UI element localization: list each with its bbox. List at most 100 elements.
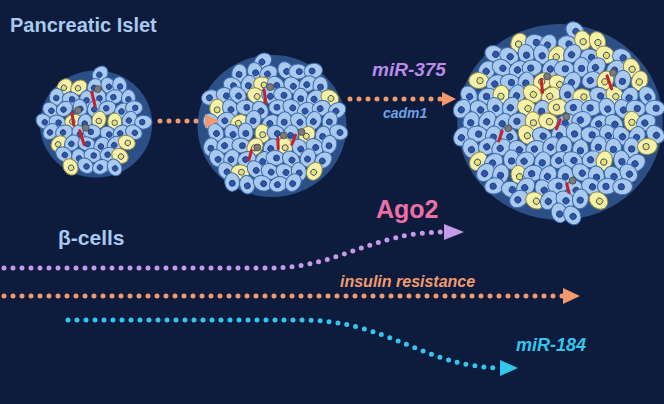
nucleus bbox=[467, 119, 475, 127]
arrowhead bbox=[442, 92, 456, 106]
nucleus bbox=[586, 76, 595, 85]
nucleus bbox=[326, 118, 334, 126]
nucleus bbox=[602, 51, 611, 60]
nucleus bbox=[46, 128, 54, 136]
nucleus bbox=[47, 107, 55, 115]
nucleus bbox=[544, 197, 553, 206]
nucleus bbox=[506, 52, 515, 61]
nucleus bbox=[259, 131, 266, 138]
nucleus bbox=[580, 93, 587, 100]
nucleus bbox=[296, 118, 304, 126]
nucleus bbox=[316, 105, 324, 113]
protein-label: Ago2 bbox=[376, 196, 439, 224]
nucleus bbox=[625, 170, 634, 179]
nucleus bbox=[602, 183, 609, 190]
nucleus bbox=[243, 130, 249, 136]
nucleus bbox=[595, 197, 604, 206]
nucleus bbox=[325, 142, 332, 149]
nucleus bbox=[567, 50, 576, 59]
arrowhead bbox=[444, 224, 464, 240]
nucleus bbox=[520, 157, 529, 166]
blood-vessel bbox=[541, 79, 542, 92]
nucleus bbox=[117, 153, 125, 161]
nucleus bbox=[214, 107, 220, 113]
nucleus bbox=[619, 78, 627, 86]
nucleus bbox=[513, 118, 520, 125]
nucleus bbox=[492, 50, 500, 58]
alpha-cell bbox=[637, 137, 659, 155]
nucleus bbox=[220, 142, 228, 150]
beta-cell bbox=[104, 156, 124, 178]
nucleus bbox=[336, 129, 344, 137]
nucleus bbox=[644, 93, 653, 102]
nucleus bbox=[578, 169, 587, 178]
nucleus bbox=[546, 65, 555, 74]
nucleus bbox=[523, 51, 531, 59]
nucleus bbox=[234, 92, 242, 100]
nucleus bbox=[594, 38, 602, 46]
nucleus bbox=[274, 104, 280, 110]
nucleus bbox=[132, 105, 138, 111]
nucleus bbox=[489, 182, 497, 190]
nucleus bbox=[273, 155, 280, 162]
nucleus bbox=[239, 142, 246, 149]
nucleus bbox=[103, 105, 110, 112]
nucleus bbox=[635, 78, 643, 86]
nucleus bbox=[538, 159, 546, 167]
nucleus bbox=[112, 120, 118, 126]
arrowhead bbox=[563, 288, 580, 304]
nucleus bbox=[528, 170, 536, 178]
nucleus bbox=[125, 117, 133, 125]
blood-vessel bbox=[249, 151, 252, 160]
nucleus bbox=[282, 144, 289, 151]
nucleus bbox=[212, 129, 220, 137]
islet-illustration bbox=[33, 18, 664, 228]
nucleus bbox=[513, 195, 522, 204]
nucleus bbox=[588, 183, 596, 191]
nucleus bbox=[475, 131, 482, 138]
nucleus bbox=[238, 169, 244, 175]
nucleus bbox=[280, 92, 287, 99]
nucleus bbox=[618, 132, 627, 141]
nucleus bbox=[545, 118, 553, 126]
mir184-arrow bbox=[68, 320, 500, 368]
nucleus bbox=[653, 105, 660, 112]
nucleus bbox=[236, 71, 243, 78]
nucleus bbox=[586, 156, 595, 165]
nucleus bbox=[105, 83, 113, 91]
nucleus bbox=[124, 139, 131, 146]
blood-vessel bbox=[264, 90, 266, 103]
nucleus bbox=[634, 105, 641, 112]
nucleus bbox=[546, 143, 555, 152]
nucleus bbox=[296, 68, 302, 74]
nucleus bbox=[104, 151, 111, 158]
nucleus bbox=[628, 146, 634, 152]
beta-cell bbox=[560, 203, 585, 228]
nucleus bbox=[529, 90, 538, 99]
nucleus bbox=[214, 155, 222, 163]
nucleus bbox=[496, 144, 505, 153]
nucleus bbox=[506, 103, 515, 112]
nucleus bbox=[244, 104, 250, 110]
blood-vessel bbox=[276, 138, 279, 148]
nucleus bbox=[96, 164, 103, 171]
nucleus bbox=[508, 158, 515, 165]
nucleus bbox=[273, 130, 281, 138]
nucleus bbox=[309, 68, 316, 75]
nucleus bbox=[289, 180, 297, 188]
nucleus bbox=[480, 169, 489, 178]
nucleus bbox=[600, 158, 608, 166]
growth-arrow bbox=[160, 119, 205, 124]
nucleus bbox=[545, 92, 554, 101]
condition-label: insulin resistance bbox=[340, 273, 475, 291]
beta-cell bbox=[224, 172, 240, 192]
delta-cell bbox=[94, 86, 101, 93]
growth-arrow bbox=[350, 97, 442, 102]
nucleus bbox=[527, 65, 534, 72]
nucleus bbox=[227, 156, 235, 164]
nucleus bbox=[304, 155, 312, 163]
nucleus bbox=[244, 182, 251, 189]
nucleus bbox=[579, 38, 587, 46]
nucleus bbox=[289, 82, 297, 90]
